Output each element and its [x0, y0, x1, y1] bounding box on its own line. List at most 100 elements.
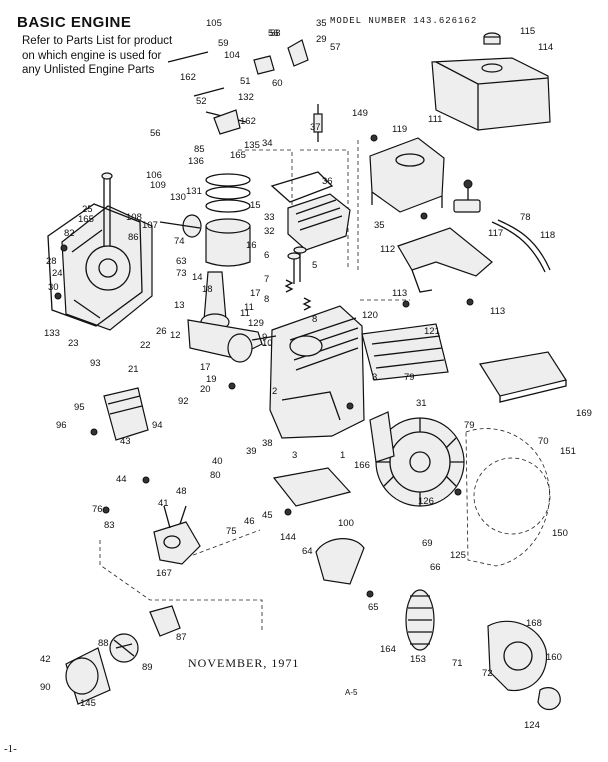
part-number-label: 151	[560, 446, 576, 457]
mount-bracket	[397, 227, 493, 293]
part-number-label: 44	[116, 474, 127, 485]
valves	[287, 246, 307, 284]
part-number-label: 106	[146, 170, 162, 181]
part-number-label: 46	[244, 516, 255, 527]
connecting-rod	[200, 271, 230, 331]
part-number-label: 24	[52, 268, 63, 279]
part-number-label: 76	[92, 504, 103, 515]
assembly-guide-line	[99, 540, 263, 630]
part-number-label: 31	[416, 398, 427, 409]
camshaft	[159, 214, 202, 238]
part-number-label: 17	[200, 362, 211, 373]
part-number-label: 131	[186, 186, 202, 197]
engine-block	[269, 305, 365, 439]
page-number: -1-	[4, 743, 17, 755]
piston-assembly	[205, 173, 251, 267]
part-number-label: 153	[410, 654, 426, 665]
assembly-guide-line	[238, 149, 293, 230]
assembly-guide-line	[300, 149, 349, 270]
part-number-label: 72	[482, 668, 493, 679]
part-number-label: 57	[330, 42, 341, 53]
fuel-shutoff-valve	[453, 179, 481, 213]
part-number-label: 8	[264, 294, 269, 305]
air-baffle	[272, 467, 352, 507]
part-number-label: 87	[176, 632, 187, 643]
part-number-label: 51	[240, 76, 251, 87]
part-number-label: 169	[576, 408, 592, 419]
part-number-label: 1	[340, 450, 345, 461]
part-number-label: 113	[490, 306, 505, 317]
blower-housing	[465, 428, 550, 567]
part-number-label: 56	[268, 28, 279, 39]
tank-bracket	[369, 137, 445, 213]
part-number-label: 26	[156, 326, 167, 337]
part-number-label: 114	[538, 42, 553, 53]
part-number-label: 120	[362, 310, 378, 321]
part-number-label: 69	[422, 538, 433, 549]
part-number-label: 85	[194, 144, 205, 155]
part-number-label: 5	[312, 260, 317, 271]
page-reference: A-5	[345, 688, 358, 697]
ignition-coil	[369, 411, 395, 463]
part-number-label: 35	[374, 220, 385, 231]
part-number-label: 71	[452, 658, 463, 669]
part-number-label: 160	[546, 652, 562, 663]
parts-list-note: Refer to Parts List for product on which…	[22, 35, 173, 76]
starter-pulley	[405, 589, 435, 651]
part-number-label: 145	[80, 698, 96, 709]
part-number-label: 8	[312, 314, 317, 325]
part-number-label: 135	[244, 140, 260, 151]
part-number-label: 56	[150, 128, 161, 139]
part-number-label: 112	[380, 244, 395, 255]
part-number-label: 113	[392, 288, 407, 299]
part-number-label: 150	[552, 528, 568, 539]
part-number-label: 3	[372, 372, 377, 383]
fasteners	[54, 134, 474, 598]
part-number-label: 166	[354, 460, 370, 471]
part-number-label: 132	[238, 92, 254, 103]
cylinder-head	[287, 193, 351, 251]
part-number-label: 75	[226, 526, 237, 537]
crankcase-gasket	[47, 203, 143, 327]
part-number-label: 40	[212, 456, 223, 467]
revision-date: NOVEMBER, 1971	[188, 656, 300, 670]
part-number-label: 32	[264, 226, 275, 237]
part-number-label: 126	[418, 496, 434, 507]
valve-springs	[284, 279, 312, 311]
part-number-label: 167	[156, 568, 172, 579]
part-number-label: 164	[380, 644, 396, 655]
part-number-label: 2	[272, 386, 277, 397]
part-number-label: 11	[240, 308, 250, 319]
part-number-label: 107	[142, 220, 158, 231]
part-number-label: 39	[246, 446, 257, 457]
part-number-label: 11	[244, 302, 254, 313]
part-number-label: 30	[48, 282, 59, 293]
part-number-label: 70	[538, 436, 549, 447]
crankshaft	[187, 319, 277, 363]
owners-manual	[479, 351, 567, 403]
part-number-label: 89	[142, 662, 153, 673]
air-cleaner-assembly	[65, 605, 181, 705]
part-number-label: 100	[338, 518, 354, 529]
part-number-label: 104	[224, 50, 240, 61]
part-number-label: 144	[280, 532, 296, 543]
part-number-label: 149	[352, 108, 368, 119]
part-number-label: 18	[202, 284, 213, 295]
part-number-label: 94	[152, 420, 163, 431]
part-number-label: 109	[150, 180, 166, 191]
part-number-label: 38	[262, 438, 273, 449]
part-number-label: 28	[46, 256, 57, 267]
part-number-label: 133	[44, 328, 60, 339]
dipstick-tube	[101, 172, 113, 246]
part-number-label: 43	[120, 436, 131, 447]
part-number-label: 115	[520, 26, 535, 37]
part-number-label: 105	[206, 18, 222, 29]
part-number-label: 20	[200, 384, 211, 395]
part-number-label: 37	[310, 122, 321, 133]
part-number-label: 6	[264, 250, 269, 261]
part-number-label: 165	[230, 150, 246, 161]
head-gasket	[270, 171, 334, 203]
fuel-tank	[431, 32, 551, 131]
part-number-label: 13	[174, 300, 185, 311]
